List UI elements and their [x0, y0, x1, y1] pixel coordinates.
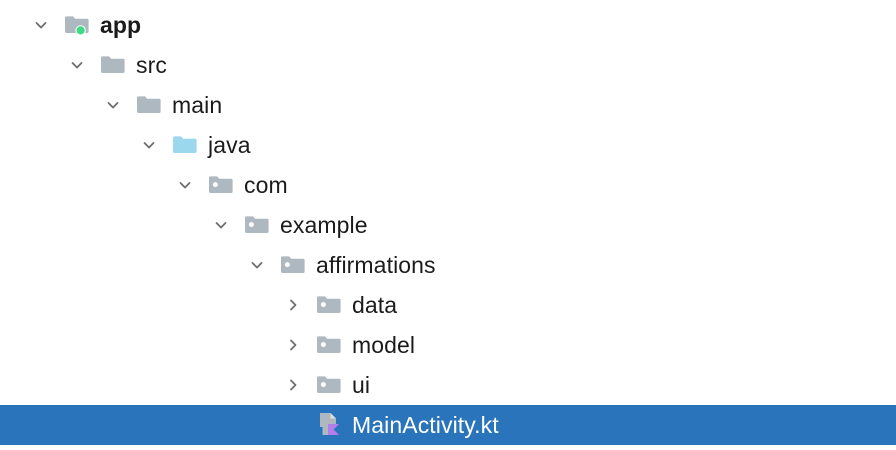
module-folder-android-icon [64, 5, 94, 45]
tree-row-label: example [280, 212, 368, 238]
tree-row-label: data [352, 292, 398, 318]
tree-row-label: ui [352, 372, 371, 398]
tree-row[interactable]: example [0, 205, 896, 245]
tree-row[interactable]: java [0, 125, 896, 165]
tree-row-label: affirmations [316, 252, 436, 278]
folder-icon [100, 45, 130, 85]
tree-row[interactable]: data [0, 285, 896, 325]
chevron-right-icon[interactable] [282, 285, 304, 325]
tree-row-label: main [172, 92, 223, 118]
tree-row-label: MainActivity.kt [352, 412, 499, 438]
tree-row-label: java [208, 132, 251, 158]
chevron-down-icon[interactable] [102, 85, 124, 125]
package-icon [316, 365, 346, 405]
tree-row[interactable]: model [0, 325, 896, 365]
kotlin-file-icon [316, 405, 346, 445]
package-icon [208, 165, 238, 205]
chevron-down-icon[interactable] [246, 245, 268, 285]
tree-row[interactable]: src [0, 45, 896, 85]
tree-row[interactable]: com [0, 165, 896, 205]
tree-toggle-placeholder [282, 405, 304, 445]
chevron-right-icon[interactable] [282, 365, 304, 405]
package-icon [316, 285, 346, 325]
tree-row[interactable]: app [0, 5, 896, 45]
chevron-down-icon[interactable] [66, 45, 88, 85]
tree-row[interactable]: MainActivity.kt [0, 405, 896, 445]
tree-row-label: app [100, 12, 142, 38]
chevron-right-icon[interactable] [282, 325, 304, 365]
package-icon [280, 245, 310, 285]
chevron-down-icon[interactable] [138, 125, 160, 165]
package-icon [244, 205, 274, 245]
tree-row[interactable]: main [0, 85, 896, 125]
folder-icon [136, 85, 166, 125]
chevron-down-icon[interactable] [174, 165, 196, 205]
source-folder-icon [172, 125, 202, 165]
tree-row[interactable]: affirmations [0, 245, 896, 285]
tree-row-label: model [352, 332, 416, 358]
chevron-down-icon[interactable] [210, 205, 232, 245]
tree-row[interactable]: ui [0, 365, 896, 405]
tree-row-label: com [244, 172, 288, 198]
package-icon [316, 325, 346, 365]
chevron-down-icon[interactable] [30, 5, 52, 45]
tree-row-label: src [136, 52, 167, 78]
